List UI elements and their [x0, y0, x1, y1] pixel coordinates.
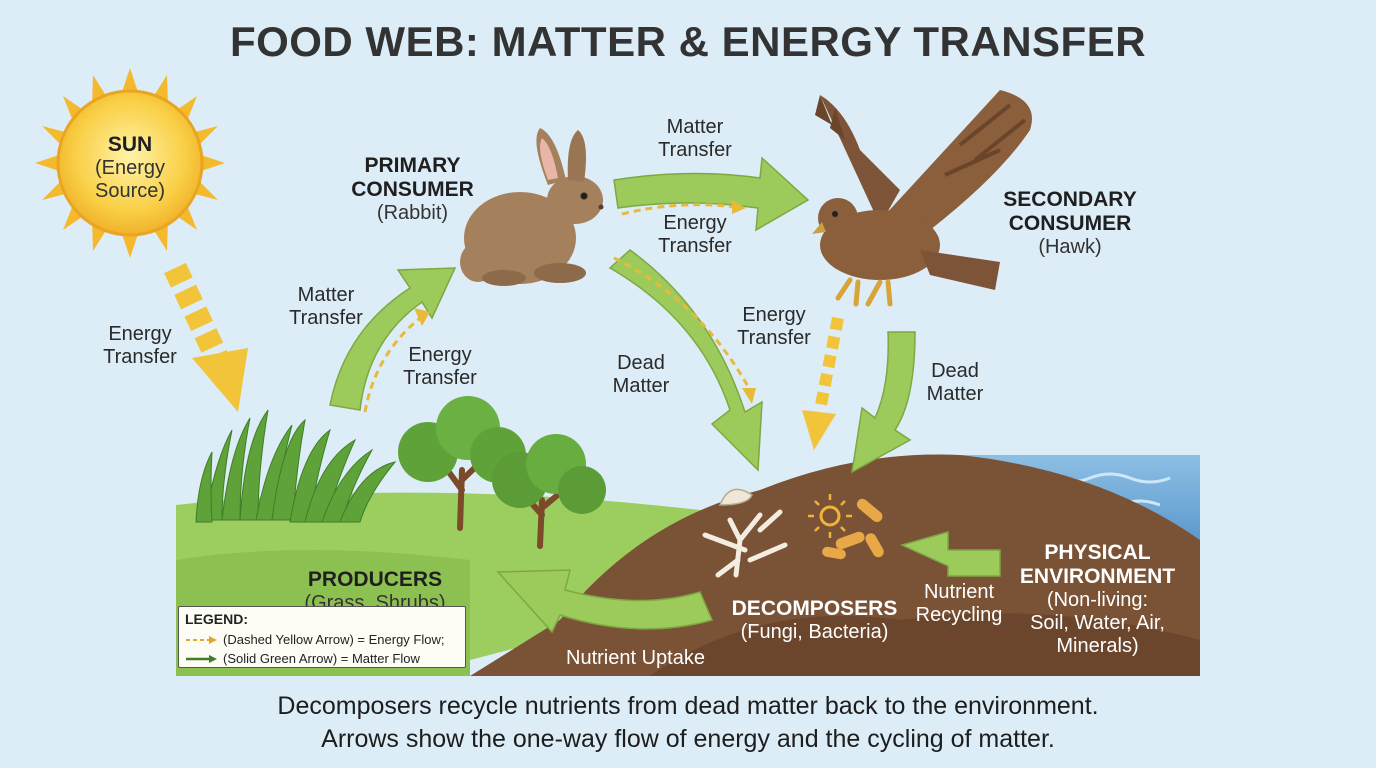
- legend-energy-row: (Dashed Yellow Arrow) = Energy Flow;: [185, 630, 459, 649]
- caption-line-1: Decomposers recycle nutrients from dead …: [277, 692, 1099, 720]
- label-line: Matter: [297, 284, 355, 306]
- secondary-name-2: CONSUMER: [1008, 212, 1132, 236]
- decomposers-sub: (Fungi, Bacteria): [740, 621, 889, 644]
- primary-name-2: CONSUMER: [351, 178, 474, 202]
- dashed-yellow-arrow-icon: [186, 635, 217, 644]
- label-line: Transfer: [658, 235, 732, 257]
- matter-arrow-hawk-dead: [851, 331, 916, 474]
- label-rabbit-hawk-energy: Energy Transfer: [645, 212, 745, 258]
- legend-matter-row: (Solid Green Arrow) = Matter Flow: [185, 649, 459, 668]
- sun-name: SUN: [107, 133, 153, 156]
- energy-arrow-producer-to-rabbit: [363, 308, 430, 413]
- decomposers-name: DECOMPOSERS: [731, 597, 898, 620]
- label-producer-energy: Energy Transfer: [390, 344, 490, 390]
- legend-energy-text: (Dashed Yellow Arrow) = Energy Flow;: [223, 632, 445, 647]
- secondary-name-1: SECONDARY: [1003, 188, 1137, 211]
- grass-icon: [195, 409, 397, 523]
- label-line: Nutrient: [923, 581, 995, 603]
- hawk-icon: [812, 90, 1032, 307]
- legend: LEGEND: (Dashed Yellow Arrow) = Energy F…: [178, 606, 466, 668]
- matter-arrow-rabbit-dead: [608, 249, 763, 472]
- energy-arrows: [164, 200, 844, 450]
- solid-green-arrow-icon: [186, 654, 217, 663]
- label-line: Energy: [663, 212, 727, 234]
- physical-sub-3: Minerals): [1056, 635, 1139, 658]
- label-line: Transfer: [403, 367, 477, 389]
- label-line: Matter: [666, 116, 724, 138]
- label-line: Dead: [617, 352, 665, 374]
- label-line: Matter: [612, 375, 670, 397]
- label-line: Recycling: [915, 604, 1003, 626]
- label-line: Energy: [408, 344, 472, 366]
- physical-sub-1: (Non-living:: [1046, 589, 1149, 612]
- diagram-title: FOOD WEB: MATTER & ENERGY TRANSFER: [229, 18, 1147, 65]
- sun-icon: [35, 68, 225, 258]
- rabbit-icon: [460, 128, 604, 286]
- soil-mound-shade: [650, 613, 1200, 676]
- bacteria-icon: [808, 494, 884, 560]
- physical-environment-label: PHYSICAL ENVIRONMENT (Non-living: Soil, …: [1010, 541, 1185, 658]
- label-rabbit-hawk-matter: Matter Transfer: [645, 116, 745, 162]
- label-rabbit-dead: Dead Matter: [596, 352, 686, 398]
- energy-arrow-sun-to-producers: [164, 262, 248, 412]
- sun-sub-2: Source): [94, 180, 166, 203]
- energy-arrow-rabbit-to-hawk: [621, 200, 746, 216]
- legend-matter-text: (Solid Green Arrow) = Matter Flow: [223, 651, 420, 666]
- sun-sub-1: (Energy: [94, 157, 166, 180]
- secondary-consumer-label: SECONDARY CONSUMER (Hawk): [995, 188, 1145, 259]
- matter-arrow-rabbit-to-hawk: [613, 156, 810, 232]
- producers-name: PRODUCERS: [307, 568, 443, 591]
- decomposers-label: DECOMPOSERS (Fungi, Bacteria): [722, 597, 907, 644]
- label-nutrient-uptake: Nutrient Uptake: [566, 647, 705, 669]
- label-producer-matter: Matter Transfer: [276, 284, 376, 330]
- label-hawk-energy: Energy Transfer: [724, 304, 824, 350]
- physical-sub-2: Soil, Water, Air,: [1030, 612, 1165, 635]
- label-line: Transfer: [658, 139, 732, 161]
- caption: Decomposers recycle nutrients from dead …: [0, 690, 1376, 755]
- sun-label: SUN (Energy Source): [80, 133, 180, 203]
- matter-arrow-producer-to-rabbit: [329, 267, 457, 411]
- primary-consumer-label: PRIMARY CONSUMER (Rabbit): [340, 154, 485, 225]
- label-hawk-dead: Dead Matter: [910, 360, 1000, 406]
- label-line: Transfer: [289, 307, 363, 329]
- label-nutrient-recycling: Nutrient Recycling: [903, 581, 1015, 627]
- primary-name-1: PRIMARY: [364, 154, 461, 177]
- matter-arrows: [329, 156, 1001, 634]
- energy-arrow-rabbit-to-decomposers: [613, 256, 756, 404]
- matter-arrow-nutrient-recycling: [899, 531, 1001, 577]
- physical-name-2: ENVIRONMENT: [1019, 565, 1176, 589]
- label-line: Dead: [931, 360, 979, 382]
- label-line: Transfer: [737, 327, 811, 349]
- label-sun-energy: Energy Transfer: [90, 323, 190, 369]
- label-line: Energy: [108, 323, 172, 345]
- shrub-icon: [398, 396, 606, 549]
- secondary-sub: (Hawk): [1038, 236, 1102, 259]
- label-line: Transfer: [103, 346, 177, 368]
- energy-arrow-hawk-to-decomposers: [802, 316, 844, 450]
- label-line: Energy: [742, 304, 806, 326]
- primary-sub: (Rabbit): [376, 202, 449, 225]
- fungi-icon: [702, 488, 788, 578]
- legend-title: LEGEND:: [185, 611, 248, 627]
- matter-arrow-nutrient-uptake: [496, 569, 714, 634]
- label-line: Matter: [926, 383, 984, 405]
- physical-name-1: PHYSICAL: [1044, 541, 1151, 564]
- caption-line-2: Arrows show the one-way flow of energy a…: [321, 724, 1055, 753]
